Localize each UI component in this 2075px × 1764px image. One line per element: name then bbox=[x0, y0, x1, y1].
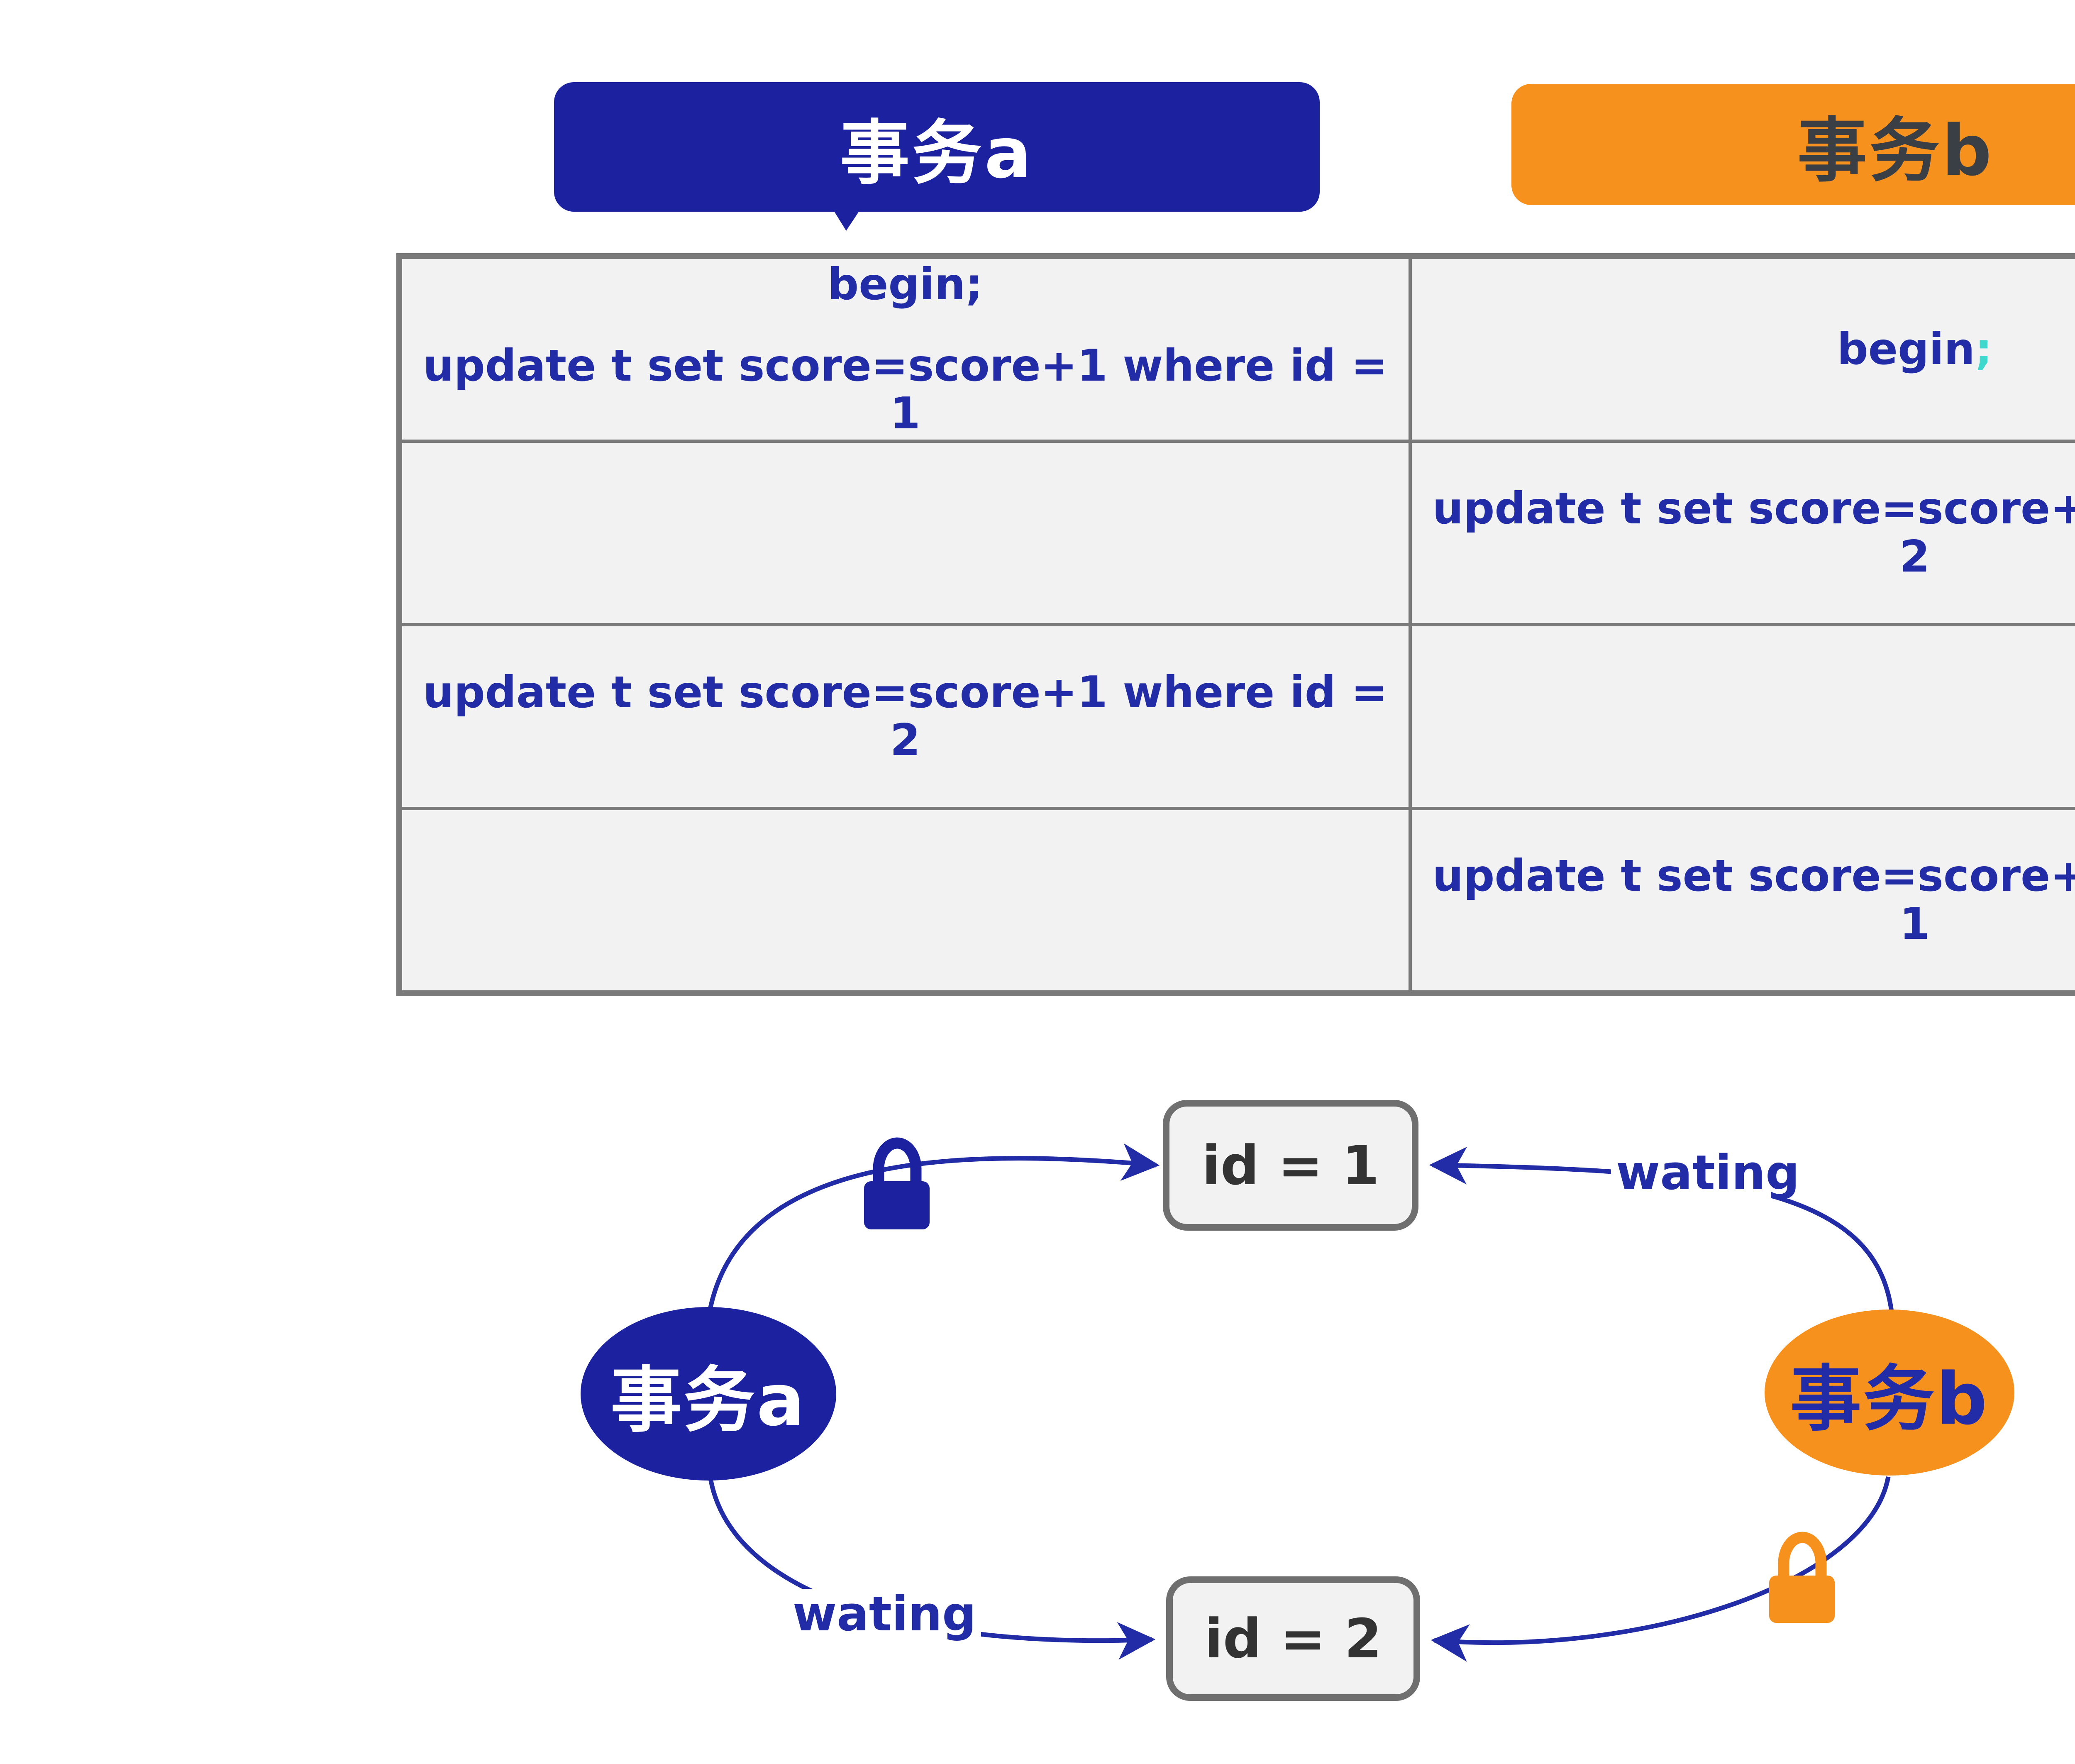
record-node-id1: id = 1 bbox=[1163, 1100, 1418, 1231]
transaction-a-ellipse-label: 事务a bbox=[610, 1358, 807, 1442]
sql-statement: update t set score=score+1 where id = 2 bbox=[422, 667, 1388, 766]
table-cell-r4-a bbox=[400, 808, 1410, 992]
table-cell-r1-a: begin; update t set score=score+1 where … bbox=[400, 257, 1410, 441]
sql-timeline-table: begin; update t set score=score+1 where … bbox=[396, 253, 2075, 996]
table-cell-r3-a: update t set score=score+1 where id = 2 bbox=[400, 625, 1410, 809]
table-cell-r1-b: begin; bbox=[1410, 257, 2075, 441]
transaction-b-ellipse: 事务b bbox=[1765, 1310, 2014, 1476]
edge-txa-holds-id1 bbox=[708, 1143, 1160, 1308]
table-cell-r2-b: update t set score=score+1 where id = 2 bbox=[1410, 441, 2075, 625]
sql-statement: update t set score=score+1 where id = 1 bbox=[422, 340, 1388, 439]
transaction-a-header: 事务a bbox=[554, 82, 1320, 212]
record-node-id1-label: id = 1 bbox=[1202, 1134, 1379, 1197]
waiting-label-top: wating bbox=[1611, 1148, 1805, 1199]
edge-txb-holds-id2 bbox=[1431, 1476, 1891, 1662]
sql-begin-keyword: begin bbox=[1837, 323, 1975, 374]
table-cell-r3-b bbox=[1410, 625, 2075, 809]
transaction-b-header: 事务b bbox=[1511, 84, 2075, 205]
sql-statement: begin; bbox=[1837, 325, 1992, 374]
sql-statement: update t set score=score+1 where id = 2 bbox=[1432, 483, 2075, 582]
header-connector-notch bbox=[833, 210, 860, 231]
orange-lock-icon bbox=[1769, 1532, 1835, 1623]
sql-statement: update t set score=score+1 where id = 1 bbox=[1432, 850, 2075, 949]
record-node-id2-label: id = 2 bbox=[1204, 1607, 1382, 1670]
record-node-id2: id = 2 bbox=[1166, 1576, 1420, 1701]
transaction-b-ellipse-label: 事务b bbox=[1790, 1357, 1989, 1441]
sql-semicolon: ; bbox=[1975, 323, 1992, 374]
blue-lock-icon bbox=[864, 1137, 930, 1229]
sql-statement: begin; bbox=[828, 259, 983, 310]
transaction-a-ellipse: 事务a bbox=[581, 1307, 836, 1481]
table-cell-r2-a bbox=[400, 441, 1410, 625]
table-cell-r4-b: update t set score=score+1 where id = 1 bbox=[1410, 808, 2075, 992]
transaction-a-header-label: 事务a bbox=[840, 112, 1034, 194]
waiting-label-bottom: wating bbox=[788, 1589, 981, 1640]
transaction-b-header-label: 事务b bbox=[1797, 110, 1994, 191]
